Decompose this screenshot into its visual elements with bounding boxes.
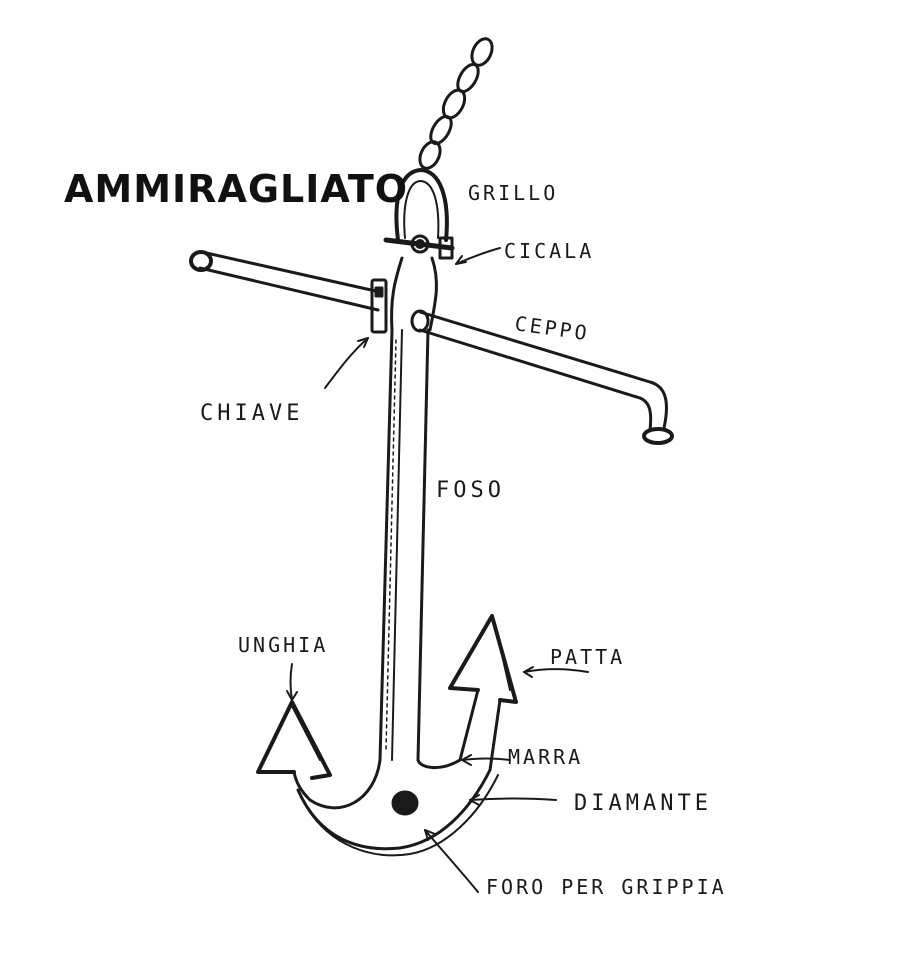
- shank: [378, 328, 430, 762]
- diagram-title: AMMIRAGLIATO: [64, 167, 408, 211]
- label-marra: MARRA: [508, 745, 583, 769]
- shackle: [383, 168, 455, 260]
- chain: [418, 37, 494, 170]
- label-cicala: CICALA: [504, 239, 594, 263]
- arrow-chiave: [324, 337, 369, 389]
- label-grillo: GRILLO: [468, 181, 558, 205]
- label-chiave: CHIAVE: [200, 401, 303, 426]
- label-patta: PATTA: [550, 645, 625, 669]
- label-foro-per-grippia: FORO PER GRIPPIA: [486, 875, 727, 899]
- right-fluke: [448, 614, 518, 704]
- stock-left-arm: [189, 250, 382, 312]
- label-diamante: DIAMANTE: [574, 791, 712, 816]
- label-foso: FOSO: [436, 478, 505, 503]
- label-ceppo: CEPPO: [513, 311, 591, 345]
- label-unghia: UNGHIA: [238, 633, 328, 657]
- arrow-diamante: [469, 797, 557, 801]
- left-fluke: [256, 700, 332, 780]
- shank-top: [390, 256, 438, 332]
- arrow-unghia: [289, 663, 293, 701]
- crown: [292, 688, 502, 857]
- arrow-marra: [461, 757, 511, 761]
- arrow-patta: [523, 668, 589, 673]
- leader-lines: [286, 247, 589, 893]
- key: [370, 278, 388, 334]
- arrow-foro: [424, 829, 479, 893]
- stock-right-arm: [410, 309, 674, 445]
